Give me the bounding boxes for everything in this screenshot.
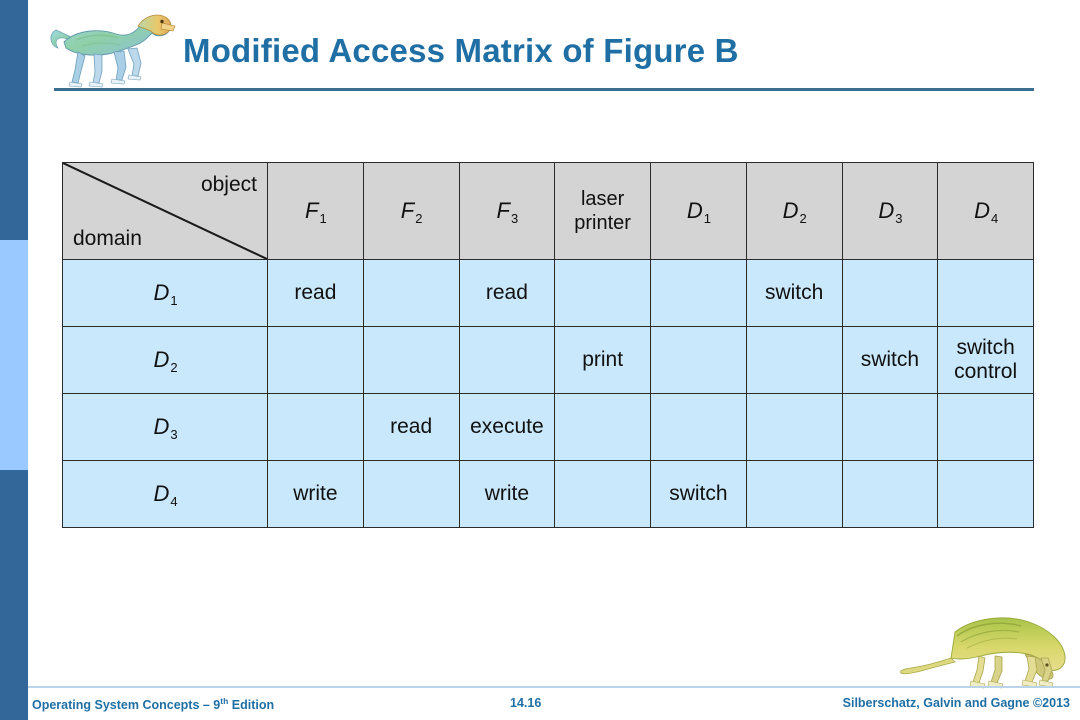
cell-d2-d3: switch	[841, 326, 939, 394]
table-row: D1 read read switch	[62, 259, 1034, 327]
footer-copyright: Silberschatz, Galvin and Gagne ©2013	[842, 696, 1070, 710]
footer-edition-text: Operating System Concepts – 9th Edition	[32, 696, 275, 713]
cell-d4-d4	[937, 460, 1034, 528]
column-header-f1: F1	[267, 162, 364, 260]
corner-object-label: object	[200, 173, 257, 196]
column-header-f2: F2	[362, 162, 460, 260]
cell-d1-d2: switch	[745, 259, 843, 327]
cell-d3-d3	[841, 393, 939, 461]
access-matrix: object domain F1 F2 F3 laser printer D1 …	[62, 162, 1034, 528]
cell-d2-f3	[458, 326, 556, 394]
matrix-corner-cell: object domain	[62, 162, 268, 260]
cell-d3-d1	[650, 393, 747, 461]
cell-d4-laser-printer	[554, 460, 651, 528]
cell-d3-f3: execute	[458, 393, 556, 461]
table-row: D4 write write switch	[62, 460, 1034, 528]
cell-d1-f2	[362, 259, 460, 327]
sidebar-accent-middle	[0, 240, 28, 470]
column-header-d2: D2	[745, 162, 843, 260]
row-header-d1: D1	[62, 259, 268, 327]
column-header-d1: D1	[650, 162, 747, 260]
cell-d3-f1	[267, 393, 364, 461]
row-header-d3: D3	[62, 393, 268, 461]
cell-d2-laser-printer: print	[554, 326, 651, 394]
cell-d2-d2	[745, 326, 843, 394]
dinosaur-icon	[895, 612, 1075, 690]
cell-d4-d2	[745, 460, 843, 528]
cell-d1-laser-printer	[554, 259, 651, 327]
slide-footer: Operating System Concepts – 9th Edition …	[0, 692, 1080, 720]
cell-d1-d3	[841, 259, 939, 327]
cell-d1-f3: read	[458, 259, 556, 327]
column-header-laser-printer: laser printer	[554, 162, 651, 260]
cell-d1-d1	[650, 259, 747, 327]
corner-domain-label: domain	[73, 227, 142, 251]
matrix-header-row: object domain F1 F2 F3 laser printer D1 …	[62, 162, 1034, 260]
cell-d3-laser-printer	[554, 393, 651, 461]
slide-number: 14.16	[510, 696, 542, 710]
cell-d3-f2: read	[362, 393, 460, 461]
title-divider	[54, 88, 1034, 91]
access-matrix-table: object domain F1 F2 F3 laser printer D1 …	[62, 162, 1034, 528]
cell-d3-d2	[745, 393, 843, 461]
dinosaur-icon	[42, 4, 182, 88]
cell-d4-d3	[841, 460, 939, 528]
column-header-d4: D4	[937, 162, 1034, 260]
cell-d1-d4	[937, 259, 1034, 327]
slide-header: Modified Access Matrix of Figure B	[28, 0, 1080, 100]
cell-d2-d4: switch control	[937, 326, 1034, 394]
footer-divider	[28, 686, 1080, 688]
cell-d2-d1	[650, 326, 747, 394]
page-title: Modified Access Matrix of Figure B	[183, 32, 739, 69]
sidebar-accent-top	[0, 0, 28, 240]
column-header-f3: F3	[458, 162, 556, 260]
cell-d3-d4	[937, 393, 1034, 461]
row-header-d4: D4	[62, 460, 268, 528]
cell-d2-f1	[267, 326, 364, 394]
cell-d4-f2	[362, 460, 460, 528]
table-row: D2 print switch switch control	[62, 326, 1034, 394]
cell-d4-f1: write	[267, 460, 364, 528]
diagonal-divider-icon	[63, 163, 267, 259]
table-row: D3 read execute	[62, 393, 1034, 461]
cell-d4-f3: write	[458, 460, 556, 528]
row-header-d2: D2	[62, 326, 268, 394]
sidebar-accent-bottom	[0, 470, 28, 720]
cell-d2-f2	[362, 326, 460, 394]
cell-d4-d1: switch	[650, 460, 747, 528]
column-header-d3: D3	[841, 162, 939, 260]
cell-d1-f1: read	[267, 259, 364, 327]
